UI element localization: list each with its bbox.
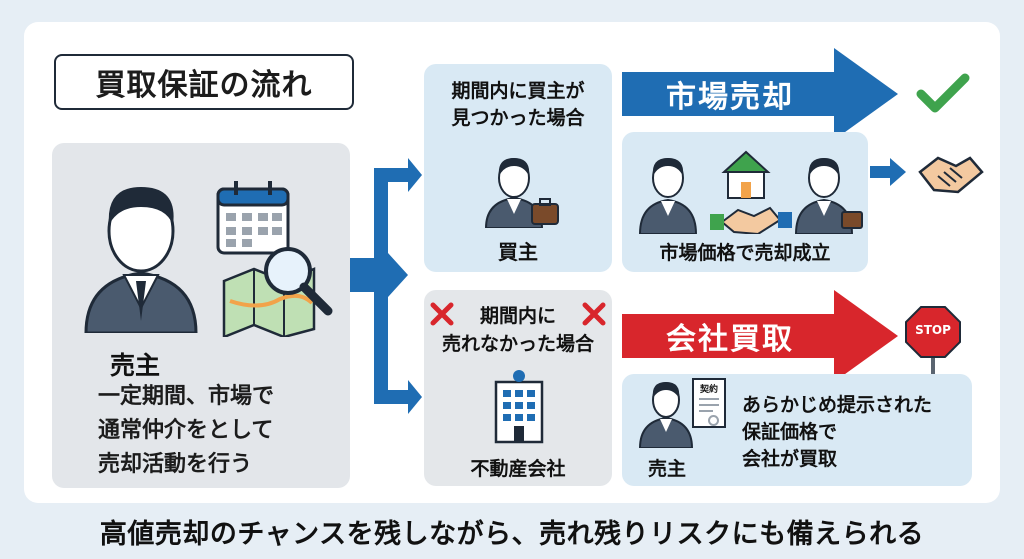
- check-icon: [916, 73, 970, 113]
- seller-description: 一定期間、市場で 通常仲介をとして 売却活動を行う: [98, 380, 274, 482]
- handshake-icon: [918, 156, 984, 194]
- seller-person-icon: [84, 187, 198, 333]
- contract-label: 契約: [699, 385, 718, 395]
- market-sale-result: 市場価格で売却成立: [659, 242, 831, 264]
- buyer-small-icon: [794, 158, 863, 234]
- company-card: 期間内に 売れなかった場合 不動産会社: [424, 290, 612, 486]
- contract-document: 契約: [692, 378, 726, 428]
- not-found-heading: 期間内に 売れなかった場合: [424, 302, 612, 358]
- not-found-heading-line: 期間内に: [479, 305, 556, 327]
- not-found-heading-line: 売れなかった場合: [441, 333, 594, 355]
- calendar-icon: [216, 181, 290, 255]
- guarantee-result-line: 保証価格で: [742, 421, 838, 443]
- seller-description-line: 売却活動を行う: [98, 452, 253, 477]
- map-search-icon: [222, 247, 333, 337]
- guarantee-result-card: 契約 売主 あらかじめ提示された 保証価格で 会社が買取: [622, 374, 972, 486]
- market-sale-result-card: 市場価格で売却成立: [622, 132, 868, 272]
- company-label: 不動産会社: [470, 458, 566, 480]
- house-icon: [721, 150, 771, 199]
- cross-icon-left: [430, 302, 454, 326]
- found-heading-line: 期間内に買主が: [451, 80, 585, 102]
- stop-sign-text: STOP: [915, 323, 951, 337]
- cross-icon-right: [582, 302, 606, 326]
- buyer-label: 買主: [498, 240, 538, 264]
- branch-arrows: [350, 158, 422, 414]
- found-heading-line: 見つかった場合: [451, 107, 585, 129]
- seller-label: 売主: [110, 351, 161, 380]
- company-purchase-banner: 会社買取: [622, 290, 898, 382]
- found-heading: 期間内に買主が 見つかった場合: [424, 78, 612, 132]
- seller-description-line: 一定期間、市場で: [98, 384, 275, 409]
- company-purchase-arrow: [622, 290, 898, 382]
- seller-small-icon: [638, 158, 698, 234]
- buyer-found-card: 期間内に買主が 見つかった場合 買主: [424, 64, 612, 272]
- guarantee-result: あらかじめ提示された 保証価格で 会社が買取: [742, 392, 932, 473]
- building-icon: [494, 370, 544, 444]
- stop-sign: STOP: [904, 305, 962, 375]
- diagram-title: 買取保証の流れ: [54, 54, 354, 110]
- guarantee-result-line: あらかじめ提示された: [742, 394, 933, 416]
- guarantee-result-line: 会社が買取: [742, 448, 838, 470]
- seller-description-line: 通常仲介をとして: [98, 418, 274, 443]
- market-transaction-illustration: [638, 150, 863, 234]
- seller-card: 売主 一定期間、市場で 通常仲介をとして 売却活動を行う: [52, 143, 350, 488]
- seller-contract-person-icon: [638, 382, 694, 448]
- footer-summary: 高値売却のチャンスを残しながら、売れ残りリスクにも備えられる: [99, 519, 925, 550]
- market-sale-label: 市場売却: [666, 80, 794, 115]
- company-purchase-label: 会社買取: [666, 322, 794, 357]
- handshake-small-icon: [710, 206, 792, 234]
- stop-sign-icon: [905, 306, 961, 375]
- buyer-person-icon: [484, 158, 559, 228]
- market-sale-banner: 市場売却: [622, 48, 898, 140]
- guarantee-seller-label: 売主: [648, 458, 687, 480]
- result-arrow: [870, 158, 906, 186]
- market-sale-arrow: [622, 48, 898, 140]
